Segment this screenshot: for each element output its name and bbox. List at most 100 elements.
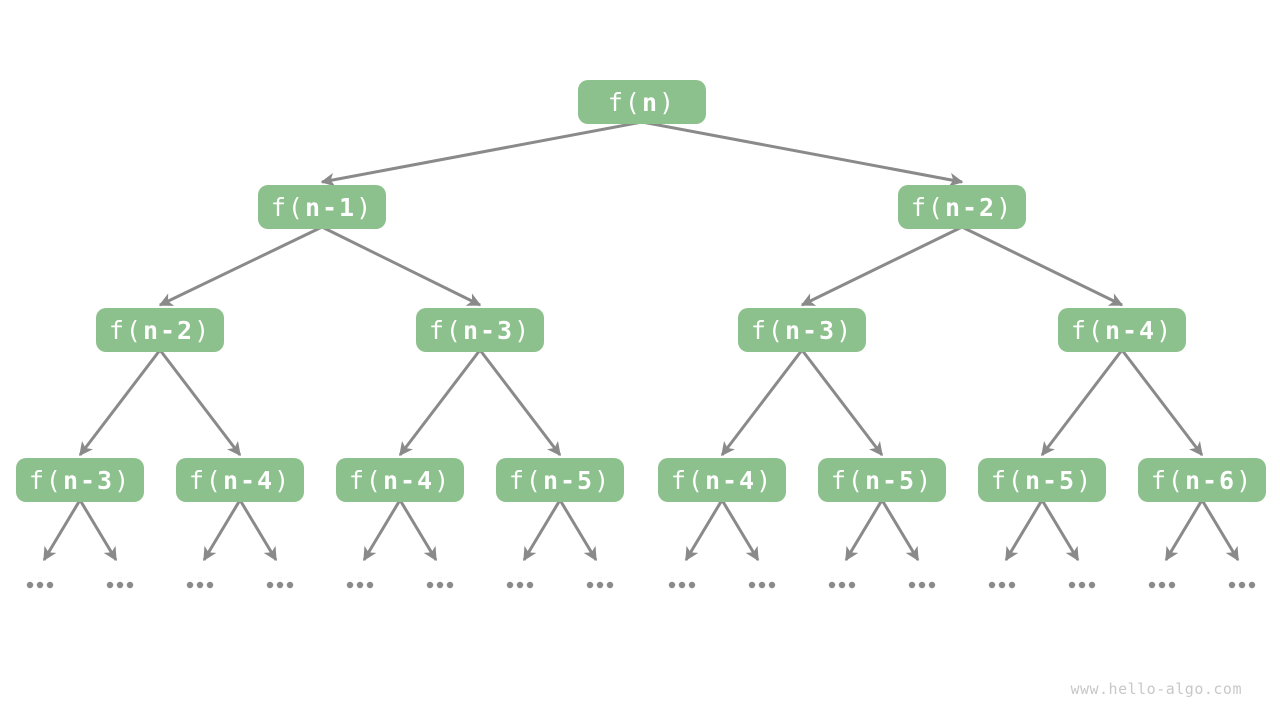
tree-node: f(n-4) [1058,308,1186,352]
leaf-edge [720,499,760,562]
node-label-arg: n-2 [944,192,997,222]
ellipsis-dot [908,581,916,589]
node-label-prefix: f( [428,315,463,345]
ellipsis-dot [36,581,44,589]
node-label-suffix: ) [916,465,934,495]
tree-node: f(n-4) [176,458,304,502]
tree-node: f(n-4) [658,458,786,502]
node-label-arg: n [641,87,660,117]
tree-edge [1120,349,1204,457]
tree-edge [961,225,1124,307]
node-label-prefix: f( [508,465,543,495]
node-label-suffix: ) [1156,315,1174,345]
node-label-arg: n-2 [142,315,195,345]
tree-node: f(n-1) [258,185,386,229]
tree-edge [641,120,964,187]
leaf-edge [1004,499,1044,562]
ellipsis-dot [266,581,274,589]
tree-node: f(n) [578,80,706,124]
ellipsis-dot [1238,581,1246,589]
ellipsis-dot [1068,581,1076,589]
ellipsis-dot [206,581,214,589]
ellipsis-dot [126,581,134,589]
ellipsis-dot [366,581,374,589]
ellipsis-dot [186,581,194,589]
leaf-edge [238,499,278,562]
leaf-edge [844,499,884,562]
node-label-suffix: ) [514,315,532,345]
node-label-suffix: ) [659,87,677,117]
tree-edge [321,225,482,307]
tree-edge [78,349,162,457]
ellipsis-dot [606,581,614,589]
node-label-arg: n-4 [704,465,757,495]
ellipsis-dot [356,581,364,589]
node-label-arg: n-6 [1184,465,1237,495]
ellipsis-dot [586,581,594,589]
ellipsis-dot [506,581,514,589]
watermark-text: www.hello-algo.com [1070,680,1242,698]
ellipsis-dot [46,581,54,589]
ellipsis-dot [1148,581,1156,589]
node-label-prefix: f( [270,192,305,222]
node-label-suffix: ) [114,465,132,495]
node-label-arg: n-1 [304,192,357,222]
tree-node: f(n-6) [1138,458,1266,502]
node-label-arg: n-3 [62,465,115,495]
leaf-edge [78,499,118,562]
tree-node: f(n-4) [336,458,464,502]
node-label-prefix: f( [910,192,945,222]
ellipsis-dot [678,581,686,589]
tree-edge [1040,349,1124,457]
ellipsis-dot [526,581,534,589]
node-label-arg: n-3 [462,315,515,345]
node-label-suffix: ) [756,465,774,495]
tree-node: f(n-5) [978,458,1106,502]
ellipsis-dot [446,581,454,589]
ellipsis-dot [1088,581,1096,589]
tree-edge [800,349,884,457]
node-label-prefix: f( [1070,315,1105,345]
leaf-edge [1040,499,1080,562]
node-label-arg: n-4 [382,465,435,495]
ellipsis-dot [1008,581,1016,589]
tree-edge [158,349,242,457]
ellipsis-dot [106,581,114,589]
ellipsis-dot [688,581,696,589]
node-label-suffix: ) [434,465,452,495]
ellipsis-dot [848,581,856,589]
leaf-edge [362,499,402,562]
ellipsis-dot [116,581,124,589]
ellipsis-dot [668,581,676,589]
ellipsis-dot [596,581,604,589]
node-label-prefix: f( [750,315,785,345]
node-label-suffix: ) [1076,465,1094,495]
ellipsis-dot [286,581,294,589]
leaf-edge [42,499,82,562]
tree-node: f(n-5) [818,458,946,502]
node-label-suffix: ) [274,465,292,495]
node-label-suffix: ) [996,192,1014,222]
leaf-edge [398,499,438,562]
ellipsis-dot [918,581,926,589]
node-label-prefix: f( [670,465,705,495]
leaf-edge [880,499,920,562]
leaf-edge [522,499,562,562]
ellipsis-dot [426,581,434,589]
leaf-edge [558,499,598,562]
leaf-edge [1200,499,1240,562]
tree-edge [720,349,804,457]
node-label-prefix: f( [1150,465,1185,495]
ellipsis-dot [928,581,936,589]
tree-node: f(n-3) [416,308,544,352]
ellipsis-dot [276,581,284,589]
tree-node: f(n-5) [496,458,624,502]
node-label-prefix: f( [28,465,63,495]
ellipsis-dot [436,581,444,589]
leaf-edge [1164,499,1204,562]
node-label-suffix: ) [1236,465,1254,495]
node-label-prefix: f( [990,465,1025,495]
node-label-prefix: f( [108,315,143,345]
node-label-prefix: f( [348,465,383,495]
